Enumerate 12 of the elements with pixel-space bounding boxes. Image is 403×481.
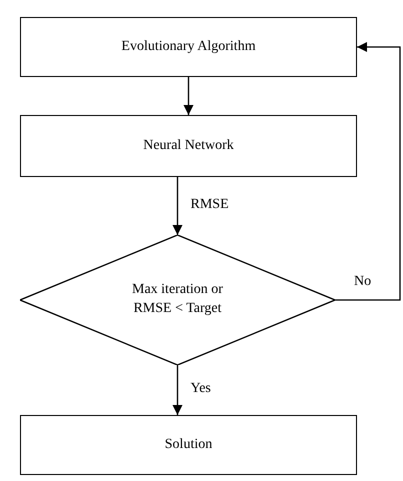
node-text: Evolutionary Algorithm: [121, 38, 256, 56]
node-text: Max iteration or RMSE < Target: [131, 281, 224, 318]
arrow: [335, 42, 401, 301]
node-text: Solution: [164, 436, 212, 454]
node-text: Neural Network: [143, 136, 234, 155]
decision-diamond: [20, 235, 335, 365]
arrow: [172, 177, 182, 235]
arrow: [172, 365, 182, 415]
process-box: [20, 415, 357, 475]
process-box: [20, 115, 357, 177]
process-box: [20, 17, 357, 77]
arrow: [184, 77, 194, 115]
